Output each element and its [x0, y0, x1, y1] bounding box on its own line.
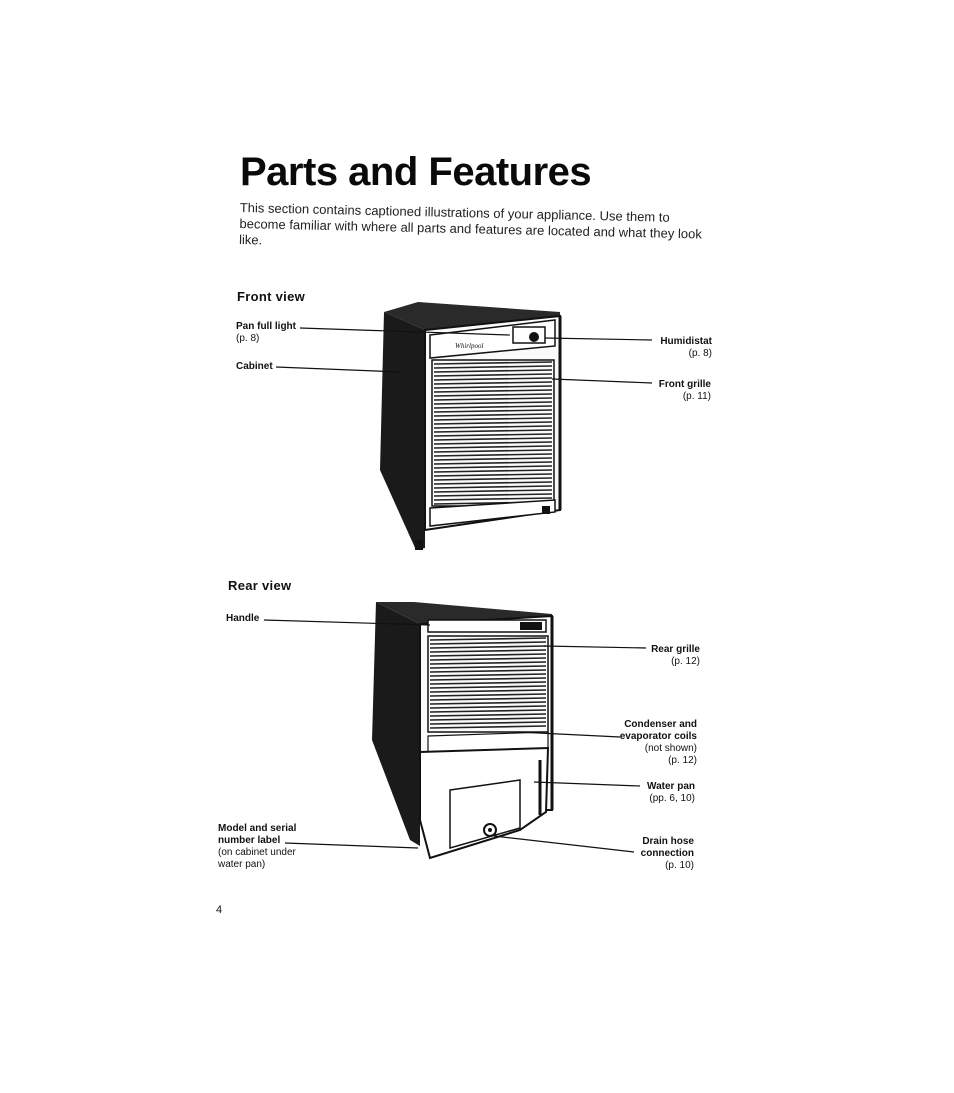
- grille-louver: [433, 369, 553, 373]
- grille-louver: [433, 417, 553, 421]
- grille-louver: [433, 401, 553, 405]
- grille-louver: [429, 645, 547, 649]
- grille-louver: [429, 649, 547, 653]
- grille-louver: [429, 701, 547, 705]
- grille-louver: [429, 653, 547, 657]
- grille-louver: [433, 365, 553, 369]
- svg-text:Whirlpool: Whirlpool: [455, 342, 483, 350]
- grille-louver: [433, 425, 553, 429]
- grille-louver: [433, 361, 553, 365]
- water-pan-label: Water pan (pp. 6, 10): [647, 781, 695, 804]
- grille-louver: [429, 725, 547, 729]
- grille-louver: [429, 717, 547, 721]
- grille-louver: [429, 657, 547, 661]
- pan-full-light-label: Pan full light (p. 8): [236, 321, 296, 344]
- grille-louver: [429, 665, 547, 669]
- grille-louver: [433, 377, 553, 381]
- grille-louver: [433, 441, 553, 445]
- rear-leader-lines: [263, 619, 647, 853]
- grille-louver: [429, 693, 547, 697]
- grille-louver: [433, 457, 553, 461]
- grille-louver: [433, 465, 553, 469]
- front-view-illustration: Whirlpool: [380, 302, 562, 550]
- grille-louver: [433, 393, 553, 397]
- handle-label: Handle: [226, 613, 260, 624]
- grille-louver: [433, 489, 553, 493]
- grille-louver: [433, 397, 553, 401]
- grille-louver: [429, 709, 547, 713]
- grille-louver: [433, 409, 553, 413]
- grille-louver: [429, 677, 547, 681]
- grille-louver: [429, 669, 547, 673]
- grille-louver: [433, 385, 553, 389]
- page-number: 4: [216, 904, 223, 916]
- grille-louver: [433, 405, 553, 409]
- grille-louver: [429, 637, 547, 641]
- grille-louver: [433, 493, 553, 497]
- grille-louver: [433, 469, 553, 473]
- grille-louver: [433, 461, 553, 465]
- grille-louver: [429, 661, 547, 665]
- grille-louver: [433, 481, 553, 485]
- condenser-coils-label: Condenser and evaporator coils (not show…: [619, 719, 697, 766]
- page-title: Parts and Features: [240, 150, 592, 194]
- grille-louver: [433, 445, 553, 449]
- grille-louver: [429, 681, 547, 685]
- rear-view-heading: Rear view: [228, 578, 292, 593]
- front-leader-lines: [275, 327, 653, 384]
- rear-grille-label: Rear grille (p. 12): [651, 644, 700, 667]
- rear-grille-lines: [429, 637, 547, 729]
- model-serial-label: Model and serial number label (on cabine…: [218, 823, 297, 870]
- rear-view-illustration: [372, 602, 554, 860]
- grille-louver: [433, 497, 553, 501]
- grille-louver: [433, 413, 553, 417]
- grille-louver: [429, 685, 547, 689]
- front-grille-lines: [433, 361, 553, 505]
- grille-louver: [433, 373, 553, 377]
- grille-louver: [433, 437, 553, 441]
- grille-louver: [429, 641, 547, 645]
- cabinet-label: Cabinet: [236, 361, 273, 372]
- grille-louver: [433, 485, 553, 489]
- front-view-heading: Front view: [237, 289, 306, 304]
- grille-louver: [433, 477, 553, 481]
- grille-louver: [433, 449, 553, 453]
- grille-louver: [433, 421, 553, 425]
- grille-louver: [433, 381, 553, 385]
- grille-louver: [433, 433, 553, 437]
- drain-hose-label: Drain hose connection (p. 10): [640, 836, 694, 871]
- grille-louver: [433, 453, 553, 457]
- grille-louver: [433, 429, 553, 433]
- grille-louver: [429, 689, 547, 693]
- grille-louver: [429, 713, 547, 717]
- grille-louver: [429, 673, 547, 677]
- grille-louver: [433, 389, 553, 393]
- front-grille-label: Front grille (p. 11): [658, 379, 711, 402]
- grille-louver: [429, 721, 547, 725]
- humidistat-label: Humidistat (p. 8): [660, 336, 712, 359]
- grille-louver: [429, 697, 547, 701]
- grille-louver: [429, 705, 547, 709]
- grille-louver: [433, 473, 553, 477]
